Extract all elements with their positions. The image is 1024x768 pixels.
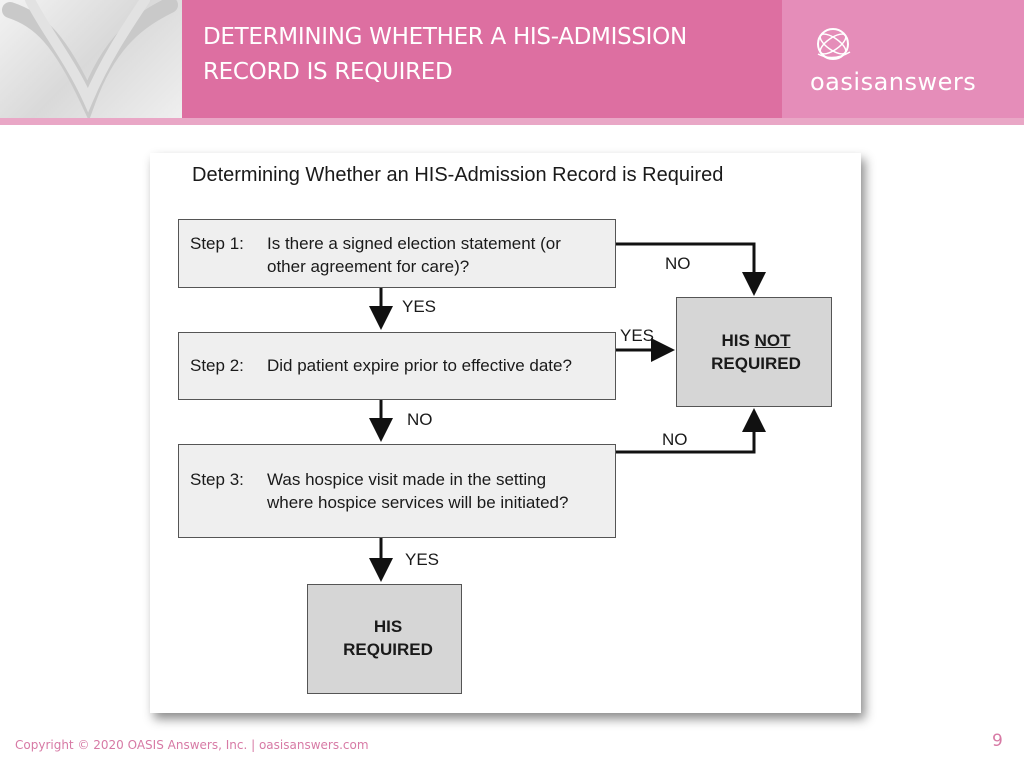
step-2-label: Step 2: (190, 356, 244, 375)
not-emphasis: NOT (754, 331, 791, 350)
his-required-line-1: HIS (373, 617, 403, 636)
his-not-required-line-1: HIS NOT (676, 329, 836, 352)
step3-no-connector (616, 408, 766, 454)
step-1-line-2: other agreement for care)? (267, 257, 470, 276)
edge-label-step3-yes: YES (405, 550, 440, 569)
step-1-line-1: Is there a signed election statement (or (267, 234, 561, 253)
step1-no-connector (616, 242, 766, 296)
edge-label-step1-no: NO (665, 254, 691, 273)
oasis-logo-icon (817, 28, 851, 60)
logo-wordmark: oasisanswers (810, 68, 977, 96)
header-logo-band (782, 0, 1024, 118)
step-1-box (178, 219, 616, 288)
step-3-label: Step 3: (190, 470, 244, 489)
step-3-line-2: where hospice services will be initiated… (267, 493, 569, 512)
step-2-text: Did patient expire prior to effective da… (267, 356, 572, 375)
his-not-required-box (676, 297, 832, 407)
step-1-label: Step 1: (190, 234, 244, 253)
step-3-box (178, 444, 616, 538)
header-hands-heart-photo (0, 0, 182, 118)
heart-hands-icon (2, 0, 178, 118)
header-stripe (0, 118, 1024, 125)
edge-label-step3-no: NO (662, 430, 688, 449)
step-1-text: Is there a signed election statement (or… (267, 232, 561, 278)
edge-label-step2-yes: YES (620, 326, 655, 345)
his-prefix: HIS (721, 331, 755, 350)
his-not-required-line-2: REQUIRED (711, 354, 801, 373)
step-3-text: Was hospice visit made in the setting wh… (267, 468, 568, 514)
his-required-box (307, 584, 462, 694)
footer-copyright: Copyright © 2020 OASIS Answers, Inc. | o… (15, 738, 369, 752)
his-not-required-text: HIS NOT REQUIRED (676, 329, 836, 375)
step-3-line-1: Was hospice visit made in the setting (267, 470, 547, 489)
his-required-text: HIS REQUIRED (307, 615, 469, 661)
slide-title-line-1: DETERMINING WHETHER A HIS-ADMISSION (203, 24, 687, 50)
diagram-title: Determining Whether an HIS-Admission Rec… (192, 164, 724, 186)
edge-label-step1-yes: YES (402, 297, 437, 316)
his-required-line-2: REQUIRED (343, 640, 433, 659)
edge-label-step2-no: NO (407, 410, 433, 429)
slide-title: DETERMINING WHETHER A HIS-ADMISSION RECO… (203, 20, 763, 90)
header-title-band (182, 0, 782, 118)
page-number: 9 (992, 731, 1003, 751)
step-2-box (178, 332, 616, 400)
slide-title-line-2: RECORD IS REQUIRED (203, 59, 453, 85)
